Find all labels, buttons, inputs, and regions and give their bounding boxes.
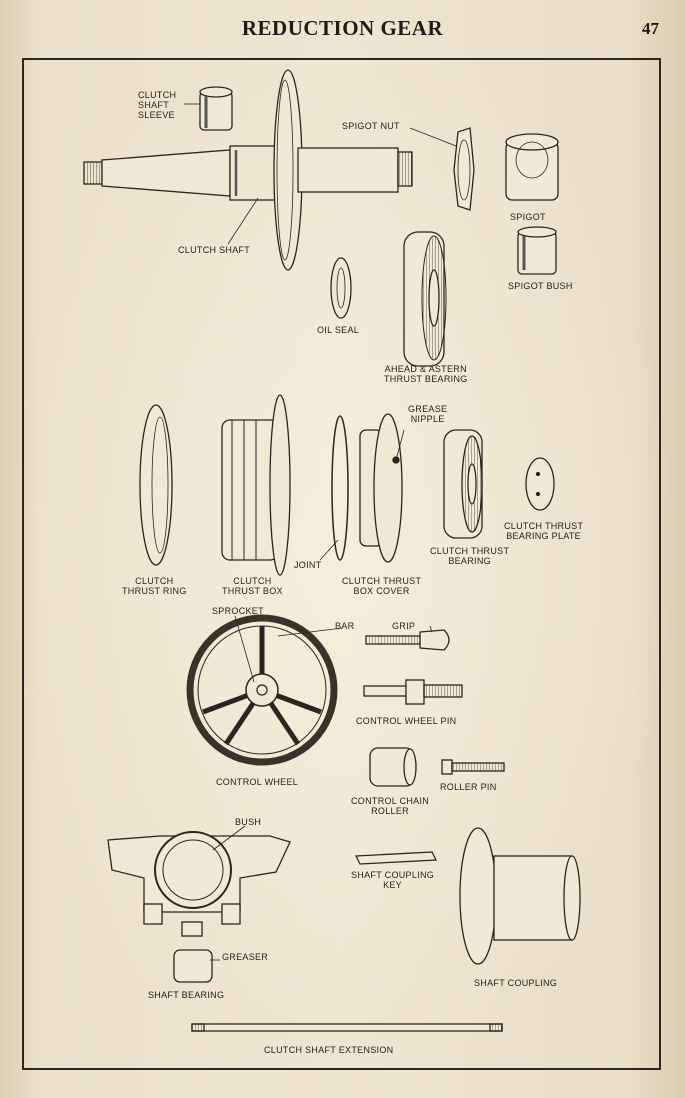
clutch-shaft-extension-drawing xyxy=(191,1023,503,1032)
label-grip: GRIP xyxy=(392,621,416,631)
roller-pin-drawing xyxy=(441,759,505,775)
clutch-thrust-ring-drawing xyxy=(139,404,173,566)
label-bush: BUSH xyxy=(235,817,262,827)
label-greaser: GREASER xyxy=(222,952,269,962)
clutch-shaft-drawing xyxy=(83,69,413,271)
label-bar: BAR xyxy=(335,621,355,631)
label-grease-nipple: GREASE NIPPLE xyxy=(408,404,448,424)
clutch-thrust-box-drawing xyxy=(221,394,291,576)
leader-lines xyxy=(184,103,457,961)
label-control-chain-roller: CONTROL CHAIN ROLLER xyxy=(351,796,430,816)
label-spigot: SPIGOT xyxy=(510,212,546,222)
label-clutch-thrust-box: CLUTCH THRUST BOX xyxy=(222,576,283,596)
page-number: 47 xyxy=(642,19,659,38)
label-thrust-bearing: AHEAD & ASTERN THRUST BEARING xyxy=(384,364,468,384)
label-clutch-shaft-extension: CLUTCH SHAFT EXTENSION xyxy=(264,1045,394,1055)
label-spigot-nut: SPIGOT NUT xyxy=(342,121,400,131)
label-shaft-coupling-key: SHAFT COUPLING KEY xyxy=(351,870,435,890)
clutch-shaft-sleeve-drawing xyxy=(199,86,233,131)
label-clutch-thrust-ring: CLUTCH THRUST RING xyxy=(122,576,187,596)
bar-grip-drawing xyxy=(365,629,450,651)
label-control-wheel-pin: CONTROL WHEEL PIN xyxy=(356,716,457,726)
label-roller-pin: ROLLER PIN xyxy=(440,782,497,792)
label-clutch-thrust-box-cover: CLUTCH THRUST BOX COVER xyxy=(342,576,422,596)
label-shaft-coupling: SHAFT COUPLING xyxy=(474,978,558,988)
illustration-frame xyxy=(22,58,661,1070)
label-clutch-thrust-bearing-plate: CLUTCH THRUST BEARING PLATE xyxy=(504,521,584,541)
clutch-thrust-bearing-plate-drawing xyxy=(525,457,555,511)
clutch-thrust-box-cover-drawing xyxy=(359,413,403,563)
spigot-bush-drawing xyxy=(517,226,557,275)
page-title: REDUCTION GEAR xyxy=(241,16,444,40)
shaft-bearing-drawing xyxy=(107,831,291,983)
spigot-drawing xyxy=(505,133,559,201)
label-clutch-shaft-sleeve: CLUTCH SHAFT SLEEVE xyxy=(138,90,177,120)
label-clutch-thrust-bearing: CLUTCH THRUST BEARING xyxy=(430,546,510,566)
label-shaft-bearing: SHAFT BEARING xyxy=(148,990,225,1000)
control-chain-roller-drawing xyxy=(369,747,417,787)
clutch-thrust-bearing-drawing xyxy=(443,429,483,539)
label-control-wheel: CONTROL WHEEL xyxy=(216,777,299,787)
control-wheel-drawing xyxy=(186,614,338,766)
shaft-coupling-drawing xyxy=(459,827,581,965)
label-oil-seal: OIL SEAL xyxy=(317,325,360,335)
label-sprocket: SPROCKET xyxy=(212,606,264,616)
label-spigot-bush: SPIGOT BUSH xyxy=(508,281,573,291)
joint-drawing xyxy=(331,415,349,561)
label-clutch-shaft: CLUTCH SHAFT xyxy=(178,245,251,255)
thrust-bearing-drawing xyxy=(403,231,447,367)
spigot-nut-drawing xyxy=(453,127,475,211)
label-joint: JOINT xyxy=(294,560,322,570)
shaft-coupling-key-drawing xyxy=(354,851,438,865)
control-wheel-pin-drawing xyxy=(363,679,463,705)
oil-seal-drawing xyxy=(330,257,352,319)
